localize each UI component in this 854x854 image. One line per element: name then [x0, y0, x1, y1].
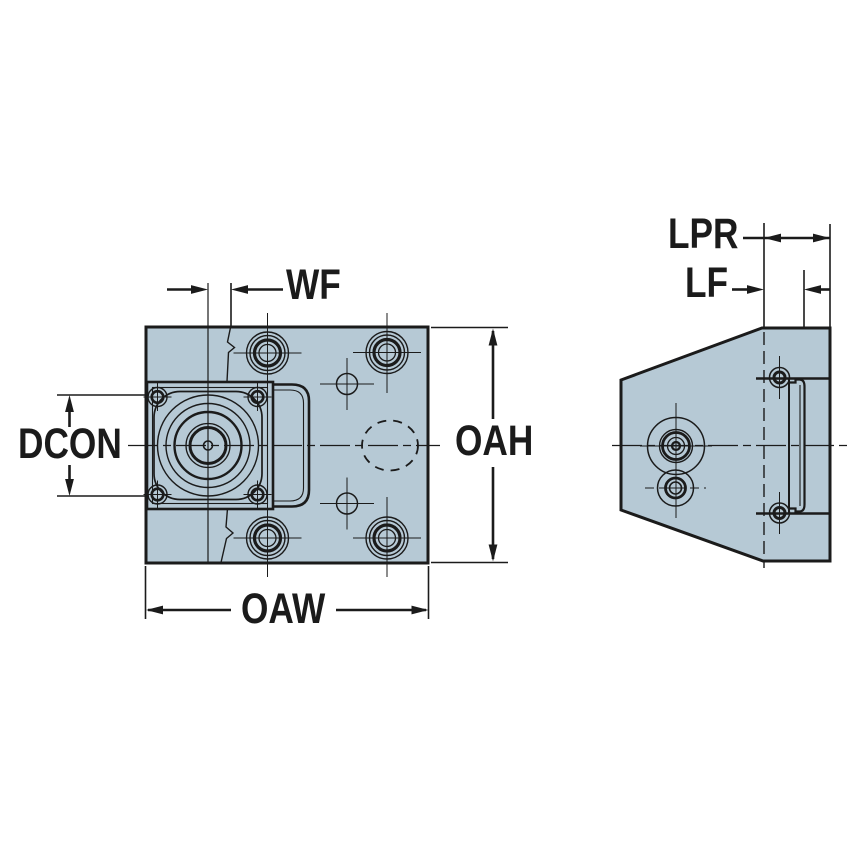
arrowhead: [231, 285, 248, 294]
arrowhead: [813, 233, 830, 243]
side-view: [612, 326, 849, 568]
hidden-hole-dashed: [361, 419, 419, 472]
thread-hole: [320, 477, 374, 530]
arrowhead: [488, 544, 498, 562]
arrowhead: [747, 285, 764, 294]
flange-screw: [143, 480, 172, 509]
arrowhead: [488, 328, 498, 346]
lf-label: LF: [685, 259, 729, 307]
flange-screw: [143, 383, 172, 411]
flange-screw: [243, 480, 272, 509]
wf-dimension: [167, 283, 283, 327]
bolt-hole: [233, 313, 302, 394]
rail-screw: [768, 492, 791, 534]
arrowhead: [191, 285, 208, 294]
arrowhead: [146, 605, 163, 615]
oaw-dimension: [144, 566, 430, 619]
arrowhead: [411, 605, 429, 615]
arrowhead: [65, 395, 74, 412]
rail-screw: [768, 356, 791, 399]
oah-label: OAH: [455, 417, 534, 465]
arrowhead: [804, 285, 821, 294]
bolt-hole: [233, 497, 302, 577]
front-view: [128, 283, 440, 577]
flange-screws: [143, 383, 272, 509]
bolt-hole: [353, 497, 421, 577]
bolt-holes: [233, 313, 421, 577]
flange-square: [145, 380, 275, 511]
dcon-label: DCON: [18, 420, 122, 468]
arrowhead: [65, 479, 74, 496]
arrowhead: [764, 233, 781, 243]
dcon-dimension: [57, 394, 149, 497]
oaw-label: OAW: [241, 585, 326, 633]
lf-dimension: [732, 270, 830, 328]
break-line-top: [226, 327, 236, 382]
bolt-hole: [353, 313, 421, 393]
coupling-circles: [156, 394, 260, 497]
side-body: [619, 326, 832, 563]
lpr-dimension: [743, 223, 831, 328]
oah-dimension: [431, 326, 508, 564]
flange-screw: [243, 383, 272, 411]
wf-label: WF: [286, 261, 341, 309]
coupling-polygon-profile: [153, 390, 263, 501]
thread-hole: [320, 358, 374, 410]
break-line-bottom: [220, 508, 235, 563]
lock-screw-circle: [645, 469, 706, 507]
clamp-outline: [273, 383, 311, 508]
lpr-label: LPR: [668, 210, 739, 258]
